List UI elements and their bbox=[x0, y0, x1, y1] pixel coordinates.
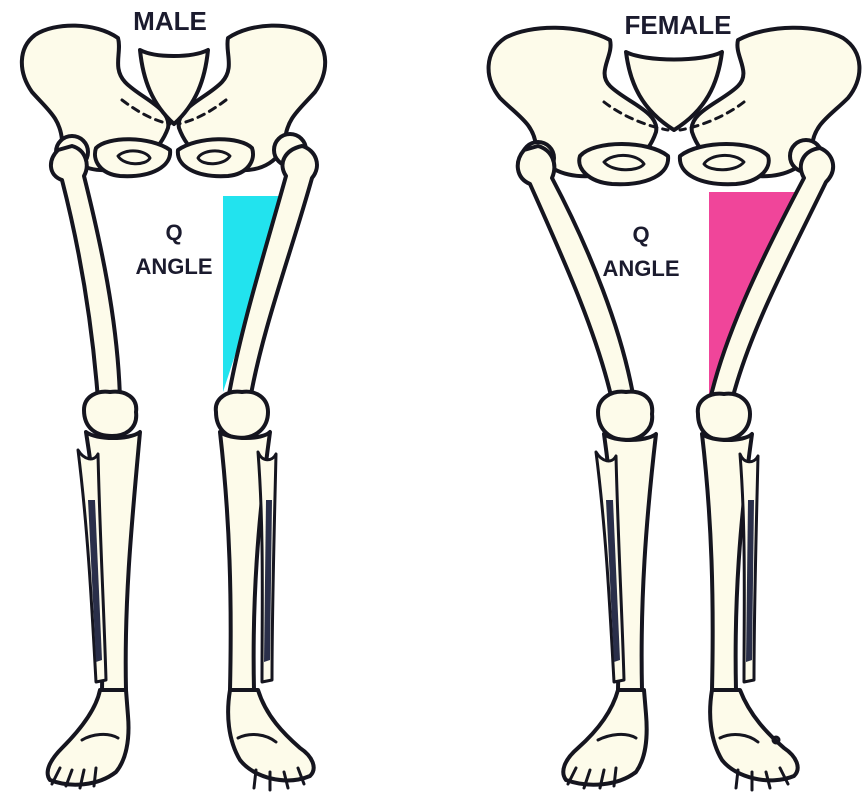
female-skeleton bbox=[489, 28, 860, 790]
male-left-leg bbox=[48, 146, 140, 788]
male-title: MALE bbox=[133, 6, 207, 36]
female-q-label: Q bbox=[632, 222, 649, 247]
male-angle-label: ANGLE bbox=[136, 254, 213, 279]
female-title: FEMALE bbox=[625, 10, 732, 40]
female-angle-label: ANGLE bbox=[603, 256, 680, 281]
male-q-label: Q bbox=[165, 220, 182, 245]
male-skeleton bbox=[22, 26, 325, 790]
